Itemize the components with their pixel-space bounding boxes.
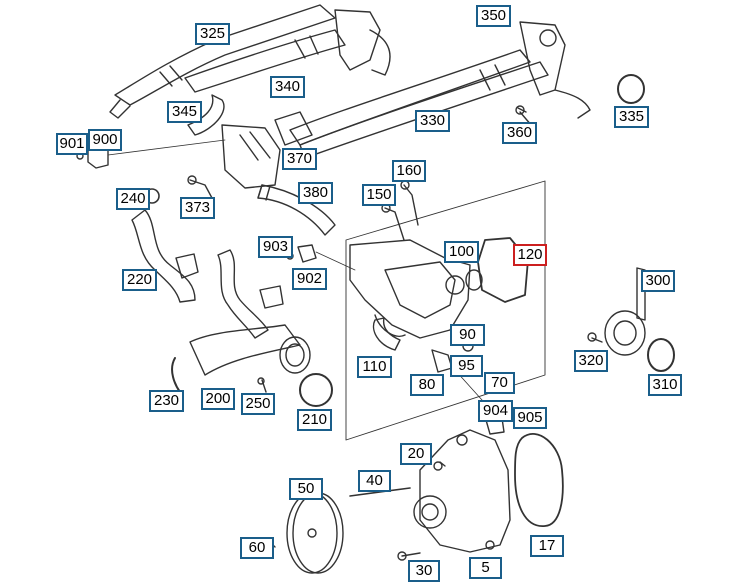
callout-90[interactable]: 90: [450, 324, 485, 346]
callout-370[interactable]: 370: [282, 148, 317, 170]
callout-250[interactable]: 250: [241, 393, 275, 415]
callout-40[interactable]: 40: [358, 470, 391, 492]
bolt-150: [384, 207, 405, 241]
callout-903[interactable]: 903: [258, 236, 293, 258]
callout-100[interactable]: 100: [444, 241, 479, 263]
callout-345[interactable]: 345: [167, 101, 202, 123]
callout-5[interactable]: 5: [469, 557, 502, 579]
hose-345: [187, 94, 225, 136]
callout-70[interactable]: 70: [484, 372, 515, 394]
callout-20[interactable]: 20: [400, 443, 432, 465]
tee-fitting-right: [519, 21, 591, 119]
o-ring-100: [465, 269, 483, 291]
callout-80[interactable]: 80: [410, 374, 444, 396]
callout-900[interactable]: 900: [88, 129, 122, 151]
sensor-95: [431, 349, 453, 373]
hose-200: [189, 324, 311, 376]
callout-373[interactable]: 373: [180, 197, 215, 219]
callout-50[interactable]: 50: [289, 478, 323, 500]
hose-220: [131, 209, 199, 303]
elbow-fitting-top: [334, 9, 391, 76]
callout-335[interactable]: 335: [614, 106, 649, 128]
hose-380: [257, 184, 336, 236]
gasket-120: [477, 237, 529, 303]
coolant-pipe-long: [274, 49, 549, 159]
bolt-30: [401, 552, 421, 557]
callout-340[interactable]: 340: [270, 76, 305, 98]
callout-350[interactable]: 350: [476, 5, 511, 27]
callout-905[interactable]: 905: [513, 407, 547, 429]
bolt-320: [591, 337, 603, 343]
callout-320[interactable]: 320: [574, 350, 608, 372]
o-ring-310: [647, 338, 675, 372]
callout-325[interactable]: 325: [195, 23, 230, 45]
callout-110[interactable]: 110: [357, 356, 392, 378]
callout-230[interactable]: 230: [149, 390, 184, 412]
callout-120-selected[interactable]: 120: [513, 244, 547, 266]
callout-160[interactable]: 160: [392, 160, 426, 182]
callout-17[interactable]: 17: [530, 535, 564, 557]
callout-220[interactable]: 220: [122, 269, 157, 291]
hose-upper-curved: [217, 249, 284, 339]
coolant-pipe-upper-left: [109, 4, 336, 119]
callout-60[interactable]: 60: [240, 537, 274, 559]
callout-310[interactable]: 310: [648, 374, 682, 396]
callout-200[interactable]: 200: [201, 388, 235, 410]
callout-300[interactable]: 300: [641, 270, 675, 292]
callout-380[interactable]: 380: [298, 182, 333, 204]
clamp-230: [171, 357, 181, 393]
callout-330[interactable]: 330: [415, 110, 450, 132]
callout-150[interactable]: 150: [362, 184, 396, 206]
callout-904[interactable]: 904: [478, 400, 513, 422]
hose-110: [372, 317, 401, 351]
water-pump: [413, 429, 511, 553]
assembly-frame: [345, 180, 546, 441]
pulley-50: [286, 492, 344, 574]
o-ring-335: [617, 74, 645, 104]
callout-902[interactable]: 902: [292, 268, 327, 290]
callout-901[interactable]: 901: [56, 133, 88, 155]
bolt-250: [261, 379, 267, 393]
callout-95[interactable]: 95: [450, 355, 483, 377]
bolt-40: [349, 487, 411, 497]
bolt-373: [189, 179, 213, 199]
callout-240[interactable]: 240: [116, 188, 150, 210]
callout-210[interactable]: 210: [297, 409, 332, 431]
o-ring-210: [299, 373, 333, 407]
callout-360[interactable]: 360: [502, 122, 537, 144]
thermostat-connector-370: [221, 124, 281, 189]
sensor-903: [286, 244, 356, 271]
thermostat-300: [604, 267, 646, 356]
coolant-pipe-mid-left: [184, 29, 346, 93]
callout-30[interactable]: 30: [408, 560, 440, 582]
gasket-17: [514, 433, 564, 527]
